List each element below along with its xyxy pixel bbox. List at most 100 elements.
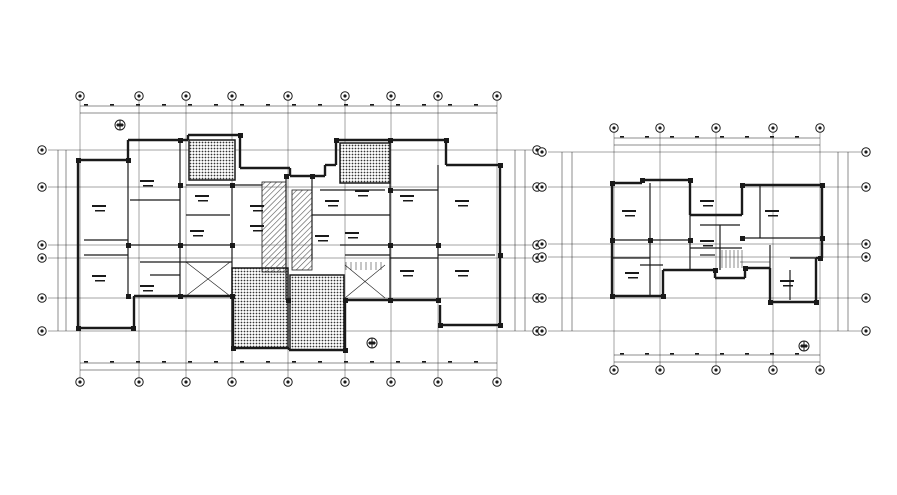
- structural-column: [740, 183, 745, 188]
- axis-bubble: [861, 252, 871, 262]
- axis-bubble: [537, 326, 547, 336]
- structural-column: [740, 236, 745, 241]
- axis-bubble: [609, 365, 619, 375]
- axis-bubble-mark: [540, 296, 544, 300]
- room-label-mark: [325, 200, 339, 202]
- structural-column: [126, 243, 131, 248]
- axis-bubble-mark: [78, 94, 82, 98]
- structural-column: [238, 133, 243, 138]
- dimension-tick: [240, 104, 244, 106]
- axis-bubble: [75, 91, 85, 101]
- room-label-mark: [250, 205, 264, 207]
- structural-column: [648, 238, 653, 243]
- axis-bubble-mark: [864, 185, 868, 189]
- room-label-mark: [783, 285, 793, 287]
- axis-bubble-mark: [818, 126, 822, 130]
- axis-bubble: [386, 91, 396, 101]
- axis-bubble-mark: [436, 94, 440, 98]
- room-label-mark: [700, 200, 714, 202]
- right-floor-plan: [537, 123, 871, 375]
- axis-bubble: [340, 91, 350, 101]
- axis-bubble-mark: [864, 242, 868, 246]
- dimension-tick: [448, 361, 452, 363]
- axis-bubble: [861, 182, 871, 192]
- dimension-tick: [422, 361, 426, 363]
- room-label-mark: [193, 235, 203, 237]
- axis-bubble: [283, 377, 293, 387]
- structural-column: [814, 300, 819, 305]
- dimension-tick: [720, 353, 724, 355]
- axis-bubble: [861, 147, 871, 157]
- axis-bubble: [537, 239, 547, 249]
- room-label-mark: [780, 280, 794, 282]
- dimension-tick: [695, 353, 699, 355]
- room-label-mark: [92, 205, 106, 207]
- structural-column: [388, 188, 393, 193]
- structural-column: [178, 243, 183, 248]
- axis-bubble-mark: [540, 255, 544, 259]
- axis-bubble: [537, 252, 547, 262]
- axis-bubble: [75, 377, 85, 387]
- axis-bubble: [340, 377, 350, 387]
- room-label-mark: [765, 210, 779, 212]
- dimension-tick: [745, 353, 749, 355]
- dimension-tick: [720, 136, 724, 138]
- structural-column: [661, 294, 666, 299]
- axis-bubble-mark: [286, 380, 290, 384]
- axis-bubble-mark: [40, 243, 44, 247]
- dimension-tick: [266, 361, 270, 363]
- dimension-tick: [162, 104, 166, 106]
- dimension-tick: [770, 353, 774, 355]
- dimension-tick: [292, 361, 296, 363]
- room-label-mark: [455, 270, 469, 272]
- axis-bubble: [37, 293, 47, 303]
- dimension-tick: [110, 361, 114, 363]
- room-label-mark: [703, 245, 713, 247]
- axis-bubble-mark: [40, 185, 44, 189]
- structural-column: [388, 243, 393, 248]
- axis-bubble: [37, 253, 47, 263]
- structural-column: [230, 243, 235, 248]
- dimension-tick: [214, 361, 218, 363]
- axis-bubble: [711, 123, 721, 133]
- dimension-tick: [162, 361, 166, 363]
- structural-column: [334, 138, 339, 143]
- axis-bubble-mark: [864, 329, 868, 333]
- axis-bubble-mark: [137, 380, 141, 384]
- structural-column: [230, 294, 235, 299]
- axis-bubble-mark: [78, 380, 82, 384]
- dimension-tick: [136, 104, 140, 106]
- dimension-tick: [620, 353, 624, 355]
- dimension-tick: [695, 136, 699, 138]
- structural-column: [498, 163, 503, 168]
- axis-bubble-mark: [343, 380, 347, 384]
- dimension-tick: [188, 361, 192, 363]
- room-label-mark: [140, 180, 154, 182]
- room-label-mark: [403, 275, 413, 277]
- room-label-mark: [253, 210, 263, 212]
- axis-bubble-mark: [540, 242, 544, 246]
- dimension-tick: [645, 353, 649, 355]
- room-label-mark: [92, 275, 106, 277]
- structural-column: [640, 178, 645, 183]
- axis-bubble: [181, 377, 191, 387]
- axis-bubble-mark: [612, 126, 616, 130]
- structural-column: [743, 266, 748, 271]
- room-label-mark: [253, 230, 263, 232]
- axis-bubble: [37, 326, 47, 336]
- stair-hatch: [261, 181, 287, 273]
- structural-column: [444, 138, 449, 143]
- structural-column: [286, 298, 291, 303]
- axis-bubble: [134, 91, 144, 101]
- axis-bubble-mark: [771, 368, 775, 372]
- structural-column: [820, 236, 825, 241]
- axis-bubble-mark: [864, 296, 868, 300]
- structural-column: [436, 243, 441, 248]
- axis-bubble-mark: [612, 368, 616, 372]
- structural-column: [498, 253, 503, 258]
- structural-column: [126, 158, 131, 163]
- dimension-tick: [136, 361, 140, 363]
- stair-diagonal: [344, 264, 386, 299]
